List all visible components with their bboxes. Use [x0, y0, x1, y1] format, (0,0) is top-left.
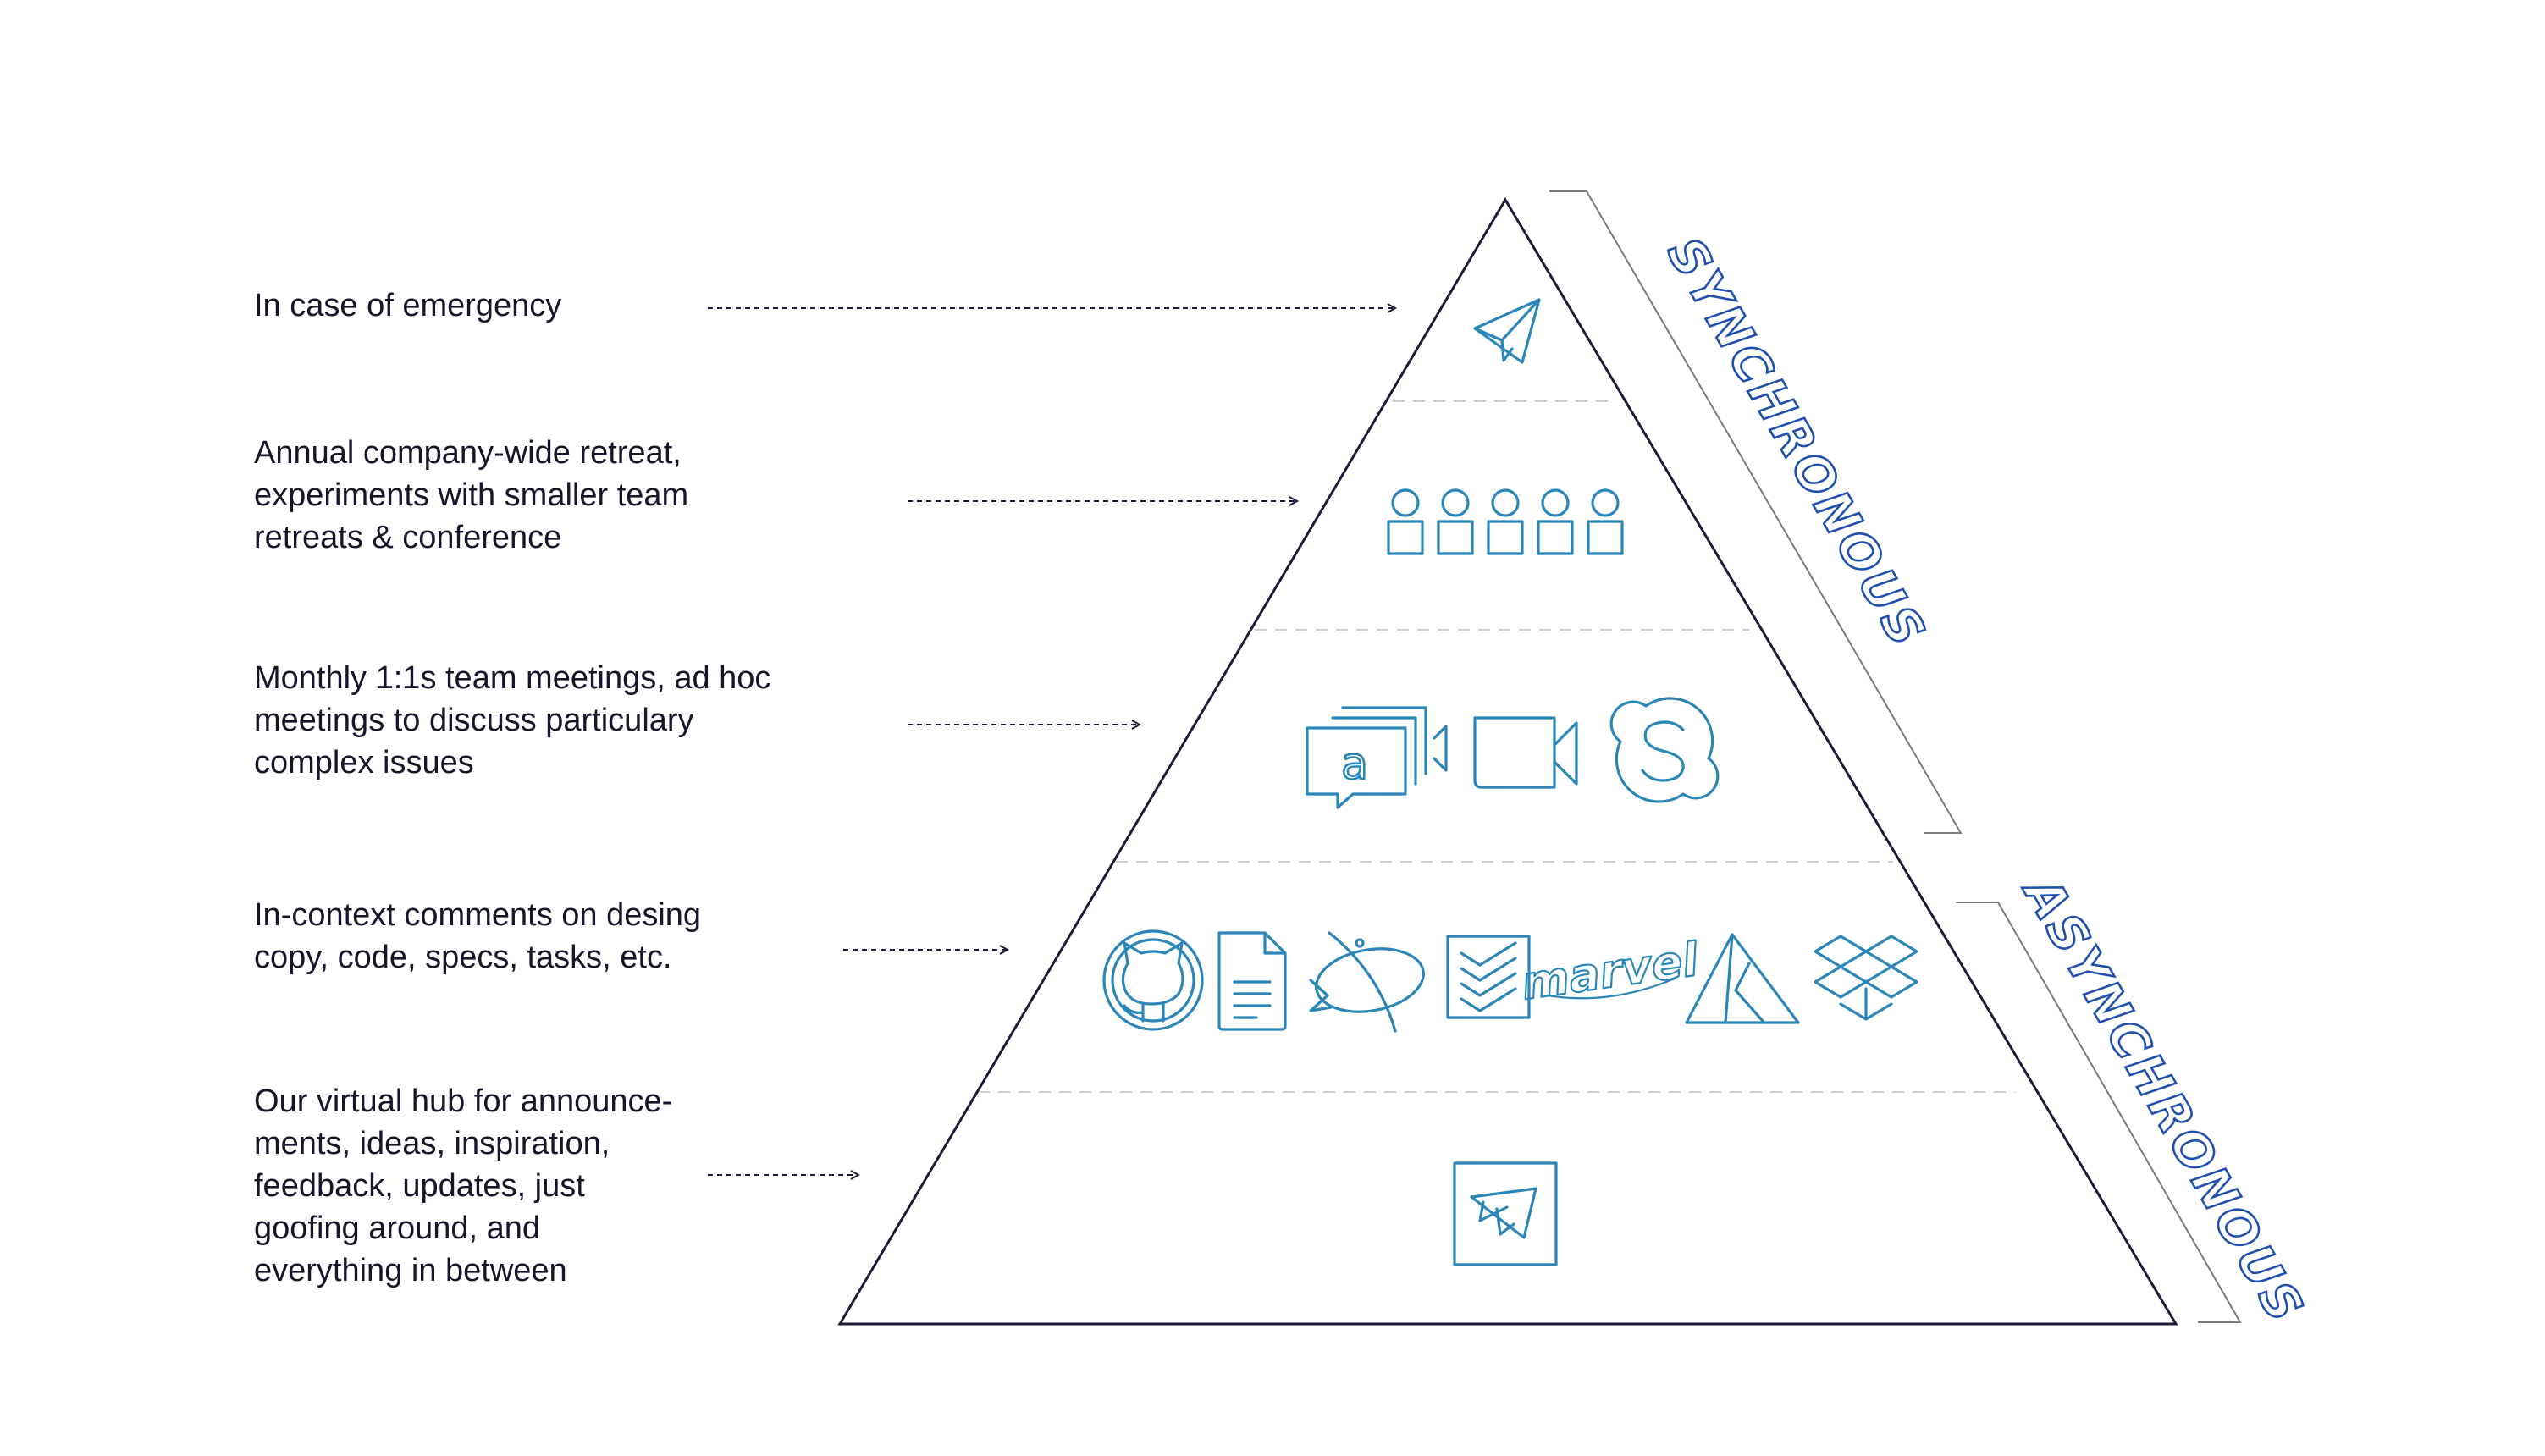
marvel-icon: marvel [1517, 931, 1703, 1011]
marvel-wordmark: marvel [1518, 933, 1703, 1011]
level-3-label: Monthly 1:1s team meetings, ad hoc meeti… [254, 660, 771, 780]
pyramid-outline [837, 197, 2178, 1326]
google-docs-icon [1217, 931, 1287, 1031]
hub-app-icon [1453, 1161, 1558, 1266]
level-2-label: Annual company-wide retreat, experiments… [254, 435, 689, 555]
github-icon [1102, 929, 1204, 1031]
video-camera-icon [1473, 716, 1578, 789]
video-chat-icon: a [1306, 706, 1448, 809]
level-4-label: In-context comments on desing copy, code… [254, 897, 702, 975]
orbit-tool-icon [1309, 931, 1425, 1033]
level-5-label: Our virtual hub for announce- ments, ide… [254, 1084, 673, 1288]
level-dividers [978, 400, 2015, 1093]
people-group-icon [1387, 488, 1624, 555]
synchronous-label: SYNCHRONOUS [1656, 228, 1938, 659]
synchronous-bracket [1549, 190, 1963, 834]
video-chat-at-sign: a [1341, 739, 1368, 790]
dropbox-icon [1814, 935, 1918, 1021]
skype-icon [1609, 697, 1720, 803]
asynchronous-bracket [1956, 902, 2242, 1323]
asynchronous-label: ASYNCHRONOUS [2012, 865, 2316, 1334]
todoist-icon [1446, 935, 1531, 1019]
telegram-icon [1473, 298, 1541, 364]
connector-arrows [708, 308, 1395, 1175]
level-1-label: In case of emergency [254, 288, 562, 323]
azure-icon [1685, 933, 1800, 1024]
